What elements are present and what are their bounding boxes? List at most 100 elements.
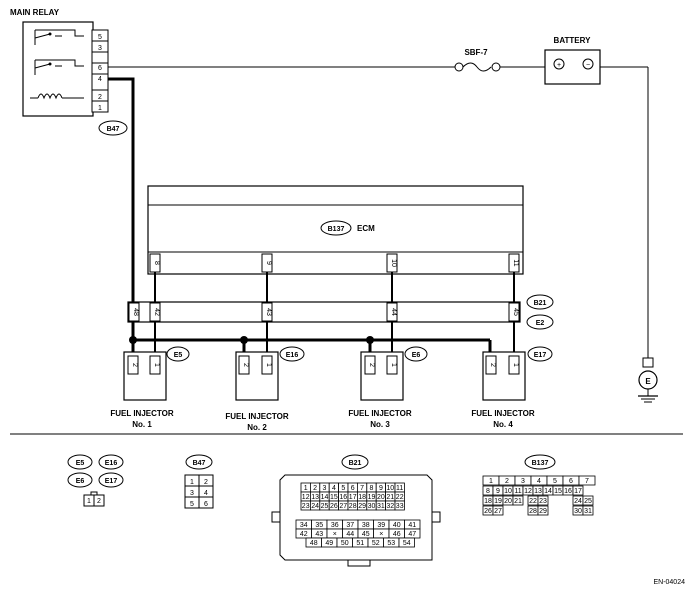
- legend-b137-pin-cell: [512, 495, 524, 506]
- legend-tag-e16: E16: [105, 460, 118, 467]
- legend-b21-pin-label: 12: [302, 494, 310, 501]
- legend-b21-tag: B21: [349, 460, 362, 467]
- legend-b137-pin-label: 28: [529, 508, 537, 515]
- legend-b137-pin-label: 9: [496, 488, 500, 495]
- legend-b21-pin-label: ×: [379, 531, 383, 538]
- legend-b21-pin-label: 48: [310, 540, 318, 547]
- legend-b137-pin-label: 7: [585, 478, 589, 485]
- legend-b137-pin-label: 31: [584, 508, 592, 515]
- legend-b47-pin-1: 1: [190, 479, 194, 486]
- relay-pin-3: 3: [98, 45, 102, 52]
- ground-label: E: [645, 377, 651, 386]
- legend-b21-pin-label: 34: [300, 522, 308, 529]
- legend-b47-pin-3: 3: [190, 490, 194, 497]
- injector-1: 2 1 E5 FUEL INJECTOR No. 1: [110, 346, 190, 429]
- legend-b137-pin-label: 27: [494, 508, 502, 515]
- harness-connector: 48 42 43 44 45 B21 E2: [127, 294, 554, 330]
- legend-b137-pin-label: 4: [537, 478, 541, 485]
- battery-label: BATTERY: [554, 36, 592, 45]
- injector-4-label: FUEL INJECTOR: [471, 409, 534, 418]
- legend-b21-pin-label: 33: [396, 503, 404, 510]
- legend-b21-pin-label: 24: [311, 503, 319, 510]
- legend-b21-pin-label: 21: [386, 494, 394, 501]
- legend-b137-pin-label: 1: [489, 478, 493, 485]
- legend-b21-pin-label: 17: [349, 494, 357, 501]
- harness-connector-top-tag: B21: [534, 300, 547, 307]
- legend-b137-pin-label: 22: [529, 498, 537, 505]
- legend-b137-pin-label: 25: [584, 498, 592, 505]
- relay-pin-4: 4: [98, 76, 102, 83]
- legend-b21-pin-label: 26: [330, 503, 338, 510]
- legend-b137-pin-cell: [572, 485, 584, 496]
- injector-4-pin-1: 1: [512, 363, 519, 367]
- legend-b21-pin-label: 4: [332, 485, 336, 492]
- legend-b21-pin-label: 10: [386, 485, 394, 492]
- legend-b137-pin-label: 21: [514, 498, 522, 505]
- legend-b21-pin-label: 9: [379, 485, 383, 492]
- legend-b21-pin-label: 3: [323, 485, 327, 492]
- wires-ecm-harness: [154, 272, 515, 302]
- legend-b21-pin-label: 54: [403, 540, 411, 547]
- legend-b21-pin-label: 40: [393, 522, 401, 529]
- legend-b47: B47 1 2 3 4 5 6: [184, 454, 214, 509]
- legend-b21-pin-cell: [398, 537, 415, 548]
- harness-pin-48: 48: [132, 308, 139, 316]
- legend-b137-pin-cell: [582, 495, 594, 506]
- legend-b137-pin-label: 26: [484, 508, 492, 515]
- injector-2: 2 1 E16 FUEL INJECTOR No. 2: [225, 346, 305, 432]
- ecm-connector-tag: B137: [328, 226, 345, 233]
- legend-b137-pin-label: 13: [534, 488, 542, 495]
- harness-pin-42: 42: [153, 308, 160, 316]
- legend-b21-pin-label: 53: [387, 540, 395, 547]
- relay-pin-2: 2: [98, 94, 102, 101]
- legend-b137-pin-label: 3: [521, 478, 525, 485]
- legend-b21-pin-label: 15: [330, 494, 338, 501]
- legend-tag-e5: E5: [76, 460, 85, 467]
- legend-injector-connector: E5 E16 E6 E17 1 2: [67, 454, 124, 507]
- injector-3-label: FUEL INJECTOR: [348, 409, 411, 418]
- injector-2-number: No. 2: [247, 423, 267, 432]
- injector-1-pin-2: 2: [131, 363, 138, 367]
- relay-pin-5: 5: [98, 34, 102, 41]
- injector-2-label: FUEL INJECTOR: [225, 412, 288, 421]
- legend-b137-pin-label: 17: [574, 488, 582, 495]
- legend-b137-pin-label: 8: [486, 488, 490, 495]
- legend-b21-pin-label: 36: [331, 522, 339, 529]
- legend-b21-pin-label: 49: [325, 540, 333, 547]
- harness-pin-45: 45: [512, 308, 519, 316]
- legend-b47-pin-4: 4: [204, 490, 208, 497]
- legend-b47-pin-5: 5: [190, 501, 194, 508]
- legend-b21-pin-label: 7: [360, 485, 364, 492]
- battery: BATTERY + −: [544, 36, 601, 85]
- legend-b137-pin-label: 16: [564, 488, 572, 495]
- injector-3-pin-1: 1: [390, 363, 397, 367]
- battery-plus: +: [557, 62, 561, 69]
- legend-injector-pin-1: 1: [87, 498, 91, 505]
- legend-b137-pin-cell: [578, 475, 596, 486]
- harness-pin-44: 44: [390, 308, 397, 316]
- legend-b137-pin-label: 18: [484, 498, 492, 505]
- main-relay: MAIN RELAY 5 3 6 4 2 1 B47: [10, 8, 128, 136]
- legend-b21-pin-label: 43: [315, 531, 323, 538]
- legend-b21-pin-label: 37: [346, 522, 354, 529]
- legend-b137-pin-label: 23: [539, 498, 547, 505]
- legend-b21-pin-label: ×: [333, 531, 337, 538]
- injector-3-connector-tag: E6: [412, 352, 421, 359]
- legend-b21-pin-label: 50: [341, 540, 349, 547]
- legend-b21-pin-label: 19: [368, 494, 376, 501]
- legend-b137-pin-cell: [582, 505, 594, 516]
- legend-b137-pin-label: 2: [505, 478, 509, 485]
- legend-b137-pin-cell: [492, 505, 504, 516]
- legend-b137-pin-label: 15: [554, 488, 562, 495]
- legend-b21-pin-label: 45: [362, 531, 370, 538]
- legend-b21-pin-label: 16: [339, 494, 347, 501]
- legend-b21-pin-label: 51: [356, 540, 364, 547]
- legend-b137-tag: B137: [532, 460, 549, 467]
- legend-b21-pin-label: 38: [362, 522, 370, 529]
- legend-b21-pin-label: 1: [304, 485, 308, 492]
- legend-b21-pin-label: 6: [351, 485, 355, 492]
- injector-3: 2 1 E6 FUEL INJECTOR No. 3: [348, 346, 428, 429]
- legend-b137-pin-label: 24: [574, 498, 582, 505]
